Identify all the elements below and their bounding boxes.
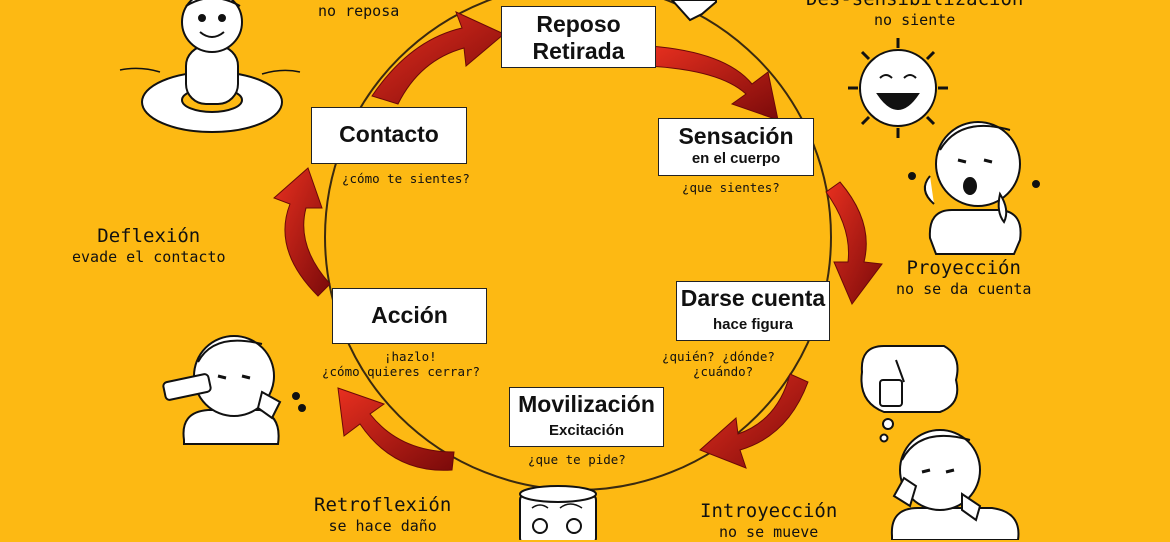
stage-darse-box: Darse cuenta hace figura bbox=[676, 281, 830, 341]
stage-movil-subtitle: Excitación bbox=[548, 422, 625, 439]
arrow-movil-to-accion bbox=[337, 387, 455, 471]
block-deflexion-name: Deflexión bbox=[97, 225, 201, 247]
cycle-arrows bbox=[273, 11, 883, 471]
block-desensibilizacion: Des-sensibilización no siente bbox=[806, 0, 1023, 30]
stage-accion-question-1: ¡hazlo! bbox=[384, 349, 437, 364]
swimmer-icon bbox=[119, 0, 301, 133]
stage-reposo-subtitle: Retirada bbox=[532, 38, 625, 64]
stage-reposo-title: Reposo bbox=[536, 11, 621, 37]
stage-sensacion-title: Sensación bbox=[678, 123, 794, 149]
hand-icon bbox=[670, 0, 717, 22]
thinking-child-icon bbox=[860, 345, 1020, 540]
block-deflexion-sub: evade el contacto bbox=[72, 248, 226, 266]
block-introyeccion-sub: no se mueve bbox=[718, 523, 819, 541]
arrow-reposo-to-sensacion bbox=[647, 45, 779, 121]
sun-icon bbox=[848, 38, 948, 138]
stage-movil-title: Movilización bbox=[518, 391, 655, 417]
stage-contacto-question: ¿cómo te sientes? bbox=[342, 171, 470, 186]
block-proyeccion: Proyección no se da cuenta bbox=[896, 257, 1031, 299]
stage-movil-question: ¿que te pide? bbox=[528, 452, 626, 467]
jar-icon bbox=[519, 485, 597, 540]
stage-accion-box: Acción bbox=[332, 288, 487, 344]
stage-reposo-box: Reposo Retirada bbox=[501, 6, 656, 68]
stage-accion-question-2: ¿cómo quieres cerrar? bbox=[322, 364, 481, 379]
arrow-sensacion-to-darse bbox=[825, 181, 883, 305]
stage-sensacion-subtitle: en el cuerpo bbox=[691, 150, 781, 167]
arrow-accion-to-contacto bbox=[273, 167, 331, 297]
crying-child-icon bbox=[908, 121, 1040, 255]
stage-accion-title: Acción bbox=[371, 302, 448, 328]
block-top-left-sub: no reposa bbox=[318, 2, 400, 20]
stage-sensacion-question: ¿que sientes? bbox=[682, 180, 780, 195]
block-retroflexion: Retroflexión se hace daño bbox=[314, 494, 451, 536]
block-desensibilizacion-sub: no siente bbox=[874, 11, 956, 29]
stage-darse-title: Darse cuenta bbox=[680, 285, 826, 311]
stage-sensacion-box: Sensación en el cuerpo bbox=[658, 118, 814, 176]
block-introyeccion: Introyección no se mueve bbox=[700, 500, 837, 542]
block-introyeccion-name: Introyección bbox=[700, 500, 838, 522]
stage-darse-subtitle: hace figura bbox=[712, 316, 794, 333]
block-top-left: no reposa bbox=[318, 2, 399, 21]
stage-darse-question-2: ¿cuándo? bbox=[693, 364, 754, 379]
stage-contacto-box: Contacto bbox=[311, 107, 467, 164]
block-desensibilizacion-name: Des-sensibilización bbox=[806, 0, 1023, 11]
stage-darse-question-1: ¿quién? ¿dónde? bbox=[662, 349, 775, 364]
block-retroflexion-name: Retroflexión bbox=[314, 494, 452, 516]
block-deflexion: Deflexión evade el contacto bbox=[72, 225, 226, 267]
stage-contacto-title: Contacto bbox=[339, 121, 439, 147]
block-proyeccion-name: Proyección bbox=[906, 257, 1021, 279]
block-proyeccion-sub: no se da cuenta bbox=[896, 280, 1032, 298]
stage-movil-box: Movilización Excitación bbox=[509, 387, 664, 447]
drinking-child-icon bbox=[162, 335, 306, 445]
block-retroflexion-sub: se hace daño bbox=[328, 517, 437, 535]
arrow-darse-to-movil bbox=[699, 373, 809, 469]
